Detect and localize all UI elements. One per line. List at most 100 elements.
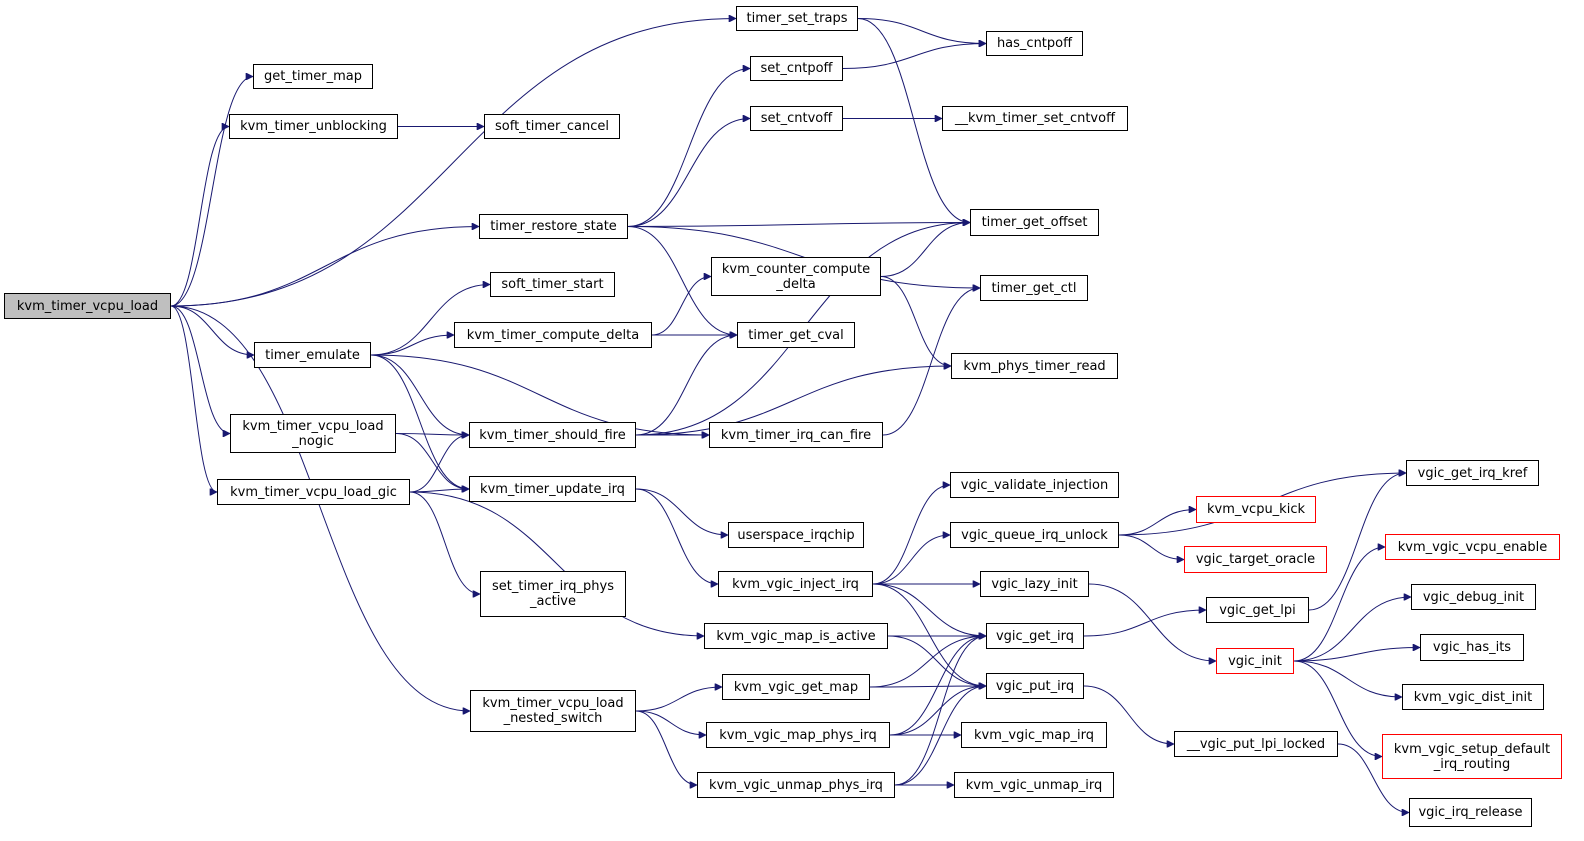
node-kvm-vgic-map-is-active[interactable]: kvm_vgic_map_is_active xyxy=(704,623,888,649)
node-kvm-phys-timer-read[interactable]: kvm_phys_timer_read xyxy=(951,353,1118,379)
edge-kvm-timer-vcpu-load-to-kvm-timer-unblocking xyxy=(170,127,229,307)
node-vgic-validate-injection[interactable]: vgic_validate_injection xyxy=(950,472,1119,498)
node-vgic-irq-release[interactable]: vgic_irq_release xyxy=(1409,798,1532,827)
edge-kvm-timer-vcpu-load-to-kvm-timer-vcpu-load-nested-switch xyxy=(170,305,470,711)
edge-timer-emulate-to-kvm-timer-irq-can-fire xyxy=(370,354,709,435)
node-soft-timer-start[interactable]: soft_timer_start xyxy=(490,272,615,297)
edge-kvm-timer-vcpu-load-to-kvm-timer-vcpu-load-gic xyxy=(170,305,217,492)
edge-vgic-init-to-vgic-has-its xyxy=(1293,648,1420,662)
edge-kvm-timer-vcpu-load-to-timer-emulate xyxy=(170,305,254,355)
edge-kvm-timer-vcpu-load-nogic-to-kvm-timer-update-irq xyxy=(395,433,469,490)
edge-timer-restore-state-to-set-cntvoff xyxy=(627,119,750,227)
edge-vgic-put-irq-to-vgic-put-lpi-locked xyxy=(1083,685,1174,744)
edge-kvm-timer-vcpu-load-nested-switch-to-kvm-vgic-map-phys-irq xyxy=(635,710,706,735)
node-timer-set-traps[interactable]: timer_set_traps xyxy=(736,6,858,31)
node-set-timer-irq-phys-active[interactable]: set_timer_irq_phys _active xyxy=(480,571,626,617)
edge-kvm-timer-vcpu-load-nested-switch-to-kvm-vgic-get-map xyxy=(635,687,722,712)
node-kvm-timer-unblocking[interactable]: kvm_timer_unblocking xyxy=(229,114,398,139)
edge-kvm-vgic-map-is-active-to-vgic-put-irq xyxy=(887,635,986,686)
edge-kvm-timer-update-irq-to-userspace-irqchip xyxy=(635,488,728,535)
node-timer-restore-state[interactable]: timer_restore_state xyxy=(479,214,628,239)
node-kvm-timer-vcpu-load-gic[interactable]: kvm_timer_vcpu_load_gic xyxy=(217,479,410,505)
node-kvm-timer-vcpu-load-nested-switch[interactable]: kvm_timer_vcpu_load _nested_switch xyxy=(470,690,636,732)
node-kvm-vcpu-kick[interactable]: kvm_vcpu_kick xyxy=(1196,496,1316,523)
edge-set-cntpoff-to-has-cntpoff xyxy=(842,44,986,69)
edge-vgic-queue-irq-unlock-to-kvm-vcpu-kick xyxy=(1118,510,1196,536)
edge-kvm-vgic-map-phys-irq-to-vgic-get-irq xyxy=(889,636,986,736)
node-get-timer-map[interactable]: get_timer_map xyxy=(253,64,373,89)
node-vgic-put-lpi-locked[interactable]: __vgic_put_lpi_locked xyxy=(1174,731,1338,757)
node-kvm-timer-should-fire[interactable]: kvm_timer_should_fire xyxy=(469,422,636,448)
edge-kvm-timer-should-fire-to-kvm-phys-timer-read xyxy=(635,366,951,436)
node-soft-timer-cancel[interactable]: soft_timer_cancel xyxy=(484,114,620,139)
edge-vgic-init-to-kvm-vgic-vcpu-enable xyxy=(1293,547,1385,662)
node-has-cntpoff[interactable]: has_cntpoff xyxy=(986,31,1083,56)
edge-kvm-counter-compute-delta-to-timer-get-offset xyxy=(880,223,970,277)
edge-timer-set-traps-to-has-cntpoff xyxy=(857,18,986,44)
node-kvm-timer-compute-delta[interactable]: kvm_timer_compute_delta xyxy=(454,322,652,348)
edge-kvm-timer-vcpu-load-nested-switch-to-kvm-vgic-unmap-phys-irq xyxy=(635,710,697,785)
edge-kvm-vgic-get-map-to-vgic-put-irq xyxy=(869,686,986,687)
node-kvm-vgic-map-irq[interactable]: kvm_vgic_map_irq xyxy=(961,722,1107,748)
edge-kvm-vgic-inject-irq-to-vgic-get-irq xyxy=(872,583,986,636)
node-set-cntpoff[interactable]: set_cntpoff xyxy=(750,56,843,81)
node-vgic-put-irq[interactable]: vgic_put_irq xyxy=(986,673,1084,699)
node-kvm-timer-set-cntvoff[interactable]: __kvm_timer_set_cntvoff xyxy=(942,106,1128,131)
edge-timer-emulate-to-kvm-timer-compute-delta xyxy=(370,335,454,356)
edge-kvm-timer-update-irq-to-kvm-vgic-inject-irq xyxy=(635,488,718,584)
node-vgic-lazy-init[interactable]: vgic_lazy_init xyxy=(980,571,1089,597)
edge-kvm-timer-vcpu-load-gic-to-kvm-vgic-map-is-active xyxy=(409,491,704,636)
edge-kvm-timer-vcpu-load-to-kvm-timer-vcpu-load-nogic xyxy=(170,305,230,434)
node-vgic-queue-irq-unlock[interactable]: vgic_queue_irq_unlock xyxy=(950,522,1119,548)
edge-timer-emulate-to-kvm-timer-update-irq xyxy=(370,354,469,489)
node-kvm-vgic-map-phys-irq[interactable]: kvm_vgic_map_phys_irq xyxy=(706,722,890,748)
edge-vgic-lazy-init-to-vgic-init xyxy=(1088,583,1216,661)
edge-kvm-timer-vcpu-load-nogic-to-kvm-timer-should-fire xyxy=(395,434,469,436)
node-vgic-init[interactable]: vgic_init xyxy=(1216,648,1294,674)
node-kvm-vgic-unmap-phys-irq[interactable]: kvm_vgic_unmap_phys_irq xyxy=(697,772,895,798)
edge-timer-restore-state-to-timer-get-cval xyxy=(627,226,737,336)
node-kvm-vgic-unmap-irq[interactable]: kvm_vgic_unmap_irq xyxy=(954,772,1114,798)
edge-timer-set-traps-to-timer-get-offset xyxy=(857,18,970,223)
edge-kvm-timer-vcpu-load-to-get-timer-map xyxy=(170,77,253,307)
node-vgic-target-oracle[interactable]: vgic_target_oracle xyxy=(1184,546,1327,573)
node-vgic-get-lpi[interactable]: vgic_get_lpi xyxy=(1206,597,1309,623)
node-vgic-debug-init[interactable]: vgic_debug_init xyxy=(1411,584,1536,610)
edge-vgic-get-lpi-to-vgic-get-irq-kref xyxy=(1308,473,1406,611)
edge-kvm-timer-vcpu-load-to-timer-restore-state xyxy=(170,227,479,307)
edge-kvm-vgic-inject-irq-to-vgic-queue-irq-unlock xyxy=(872,535,950,585)
node-timer-emulate[interactable]: timer_emulate xyxy=(254,342,371,368)
node-timer-get-offset[interactable]: timer_get_offset xyxy=(970,209,1099,236)
edge-kvm-vgic-inject-irq-to-vgic-validate-injection xyxy=(872,485,950,585)
edge-kvm-vgic-unmap-phys-irq-to-vgic-get-irq xyxy=(894,636,986,786)
edge-timer-restore-state-to-set-cntpoff xyxy=(627,69,750,227)
edge-vgic-get-irq-to-vgic-get-lpi xyxy=(1083,610,1206,637)
node-set-cntvoff[interactable]: set_cntvoff xyxy=(750,106,843,131)
node-vgic-get-irq[interactable]: vgic_get_irq xyxy=(986,623,1084,649)
edge-kvm-timer-irq-can-fire-to-timer-get-ctl xyxy=(882,288,980,436)
edge-kvm-timer-vcpu-load-to-timer-set-traps xyxy=(170,19,736,307)
node-kvm-timer-irq-can-fire[interactable]: kvm_timer_irq_can_fire xyxy=(709,422,883,448)
node-kvm-timer-update-irq[interactable]: kvm_timer_update_irq xyxy=(469,476,636,502)
node-kvm-timer-vcpu-load: kvm_timer_vcpu_load xyxy=(4,293,171,319)
edge-kvm-timer-should-fire-to-timer-get-cval xyxy=(635,335,737,436)
edge-kvm-timer-compute-delta-to-kvm-counter-compute-delta xyxy=(651,277,711,336)
node-timer-get-cval[interactable]: timer_get_cval xyxy=(737,322,855,348)
node-kvm-timer-vcpu-load-nogic[interactable]: kvm_timer_vcpu_load _nogic xyxy=(230,414,396,453)
edge-vgic-init-to-kvm-vgic-dist-init xyxy=(1293,660,1402,697)
node-kvm-vgic-setup-default-irq-routing[interactable]: kvm_vgic_setup_default _irq_routing xyxy=(1382,734,1562,779)
node-vgic-has-its[interactable]: vgic_has_its xyxy=(1420,634,1524,661)
node-kvm-vgic-inject-irq[interactable]: kvm_vgic_inject_irq xyxy=(718,571,873,597)
node-userspace-irqchip[interactable]: userspace_irqchip xyxy=(728,522,864,548)
node-kvm-vgic-vcpu-enable[interactable]: kvm_vgic_vcpu_enable xyxy=(1385,534,1560,560)
edge-kvm-vgic-unmap-phys-irq-to-vgic-put-irq xyxy=(894,686,986,786)
edge-vgic-init-to-kvm-vgic-setup-default-irq-routing xyxy=(1293,660,1382,757)
node-kvm-counter-compute-delta[interactable]: kvm_counter_compute _delta xyxy=(711,257,881,296)
edge-kvm-timer-vcpu-load-gic-to-set-timer-irq-phys-active xyxy=(409,491,480,594)
node-kvm-vgic-dist-init[interactable]: kvm_vgic_dist_init xyxy=(1402,684,1544,710)
node-timer-get-ctl[interactable]: timer_get_ctl xyxy=(980,275,1088,301)
node-kvm-vgic-get-map[interactable]: kvm_vgic_get_map xyxy=(722,674,870,700)
node-vgic-get-irq-kref[interactable]: vgic_get_irq_kref xyxy=(1406,460,1539,486)
edge-kvm-counter-compute-delta-to-kvm-phys-timer-read xyxy=(880,276,951,367)
edge-kvm-timer-vcpu-load-gic-to-kvm-timer-should-fire xyxy=(409,435,469,493)
